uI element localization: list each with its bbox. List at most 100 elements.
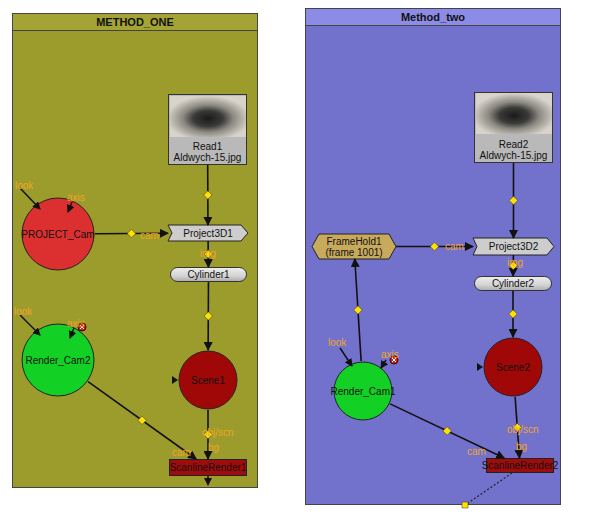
node-shape	[168, 225, 248, 241]
node-label: Render_Cam2	[25, 355, 90, 366]
node-shape	[22, 198, 94, 270]
camera-node: PROJECT_Cam	[21, 197, 95, 271]
port-label: look	[14, 306, 32, 317]
pipe-dot	[509, 196, 517, 204]
read-node: Read2Aldwych-15.jpg	[474, 92, 553, 163]
input-label: cam	[445, 241, 464, 252]
port-label: look	[15, 180, 33, 191]
port-label: look	[328, 337, 346, 348]
pipe	[355, 259, 361, 361]
project-node: Project3D1	[168, 225, 248, 241]
input-label: cam	[467, 446, 486, 457]
node-shape	[484, 338, 542, 396]
node-label: Project3D1	[183, 228, 232, 239]
node-text: ScanlineRender1	[170, 460, 246, 475]
render-node: ScanlineRender1	[169, 459, 247, 476]
node-label: Project3D2	[489, 241, 538, 252]
pipe-dot	[430, 242, 438, 250]
node-text: ScanlineRender2	[487, 459, 553, 472]
pipe	[390, 404, 504, 458]
scene-node: Scene2	[483, 337, 543, 397]
output-pipe	[465, 473, 512, 505]
node-label: Scene2	[496, 362, 530, 373]
pipe-dot	[138, 416, 146, 424]
camera-node: Render_Cam1	[333, 361, 393, 421]
input-label: obj/scn	[202, 427, 234, 438]
project-node: Project3D2	[473, 238, 554, 255]
node-shape	[179, 351, 237, 409]
input-arrow	[340, 348, 352, 366]
pipe-dot	[127, 229, 135, 237]
geometry-node: Cylinder2	[474, 276, 552, 291]
node-text: FrameHold1(frame 1001)	[312, 234, 396, 259]
node-text: METHOD_ONE	[12, 13, 258, 31]
thumbnail	[170, 96, 246, 137]
pipe	[207, 282, 209, 350]
backdrop-title: Method_two	[401, 12, 465, 23]
node-label: Scene1	[191, 375, 225, 386]
camera-node: Render_Cam2	[21, 323, 95, 397]
render-node: ScanlineRender2	[486, 458, 554, 473]
node-text: PROJECT_Cam	[21, 197, 95, 271]
node-text: Cylinder1	[171, 268, 246, 281]
node-label: Render_Cam1	[330, 386, 395, 397]
port-label: axis	[67, 192, 85, 203]
node-text: Read1Aldwych-15.jpg	[168, 141, 247, 163]
node-shape	[473, 238, 554, 255]
pipe	[207, 165, 209, 225]
input-arrow	[172, 376, 178, 384]
read-node: Read1Aldwych-15.jpg	[168, 94, 247, 165]
node-text: Method_two	[305, 8, 561, 26]
output-arrow	[207, 476, 209, 485]
node-text: Project3D2	[473, 238, 554, 255]
scene-node: Scene1	[178, 350, 238, 410]
pipe-dot	[509, 310, 517, 318]
input-arrow	[20, 315, 40, 335]
node-label: (frame 1001)	[325, 247, 382, 258]
pipe-dot	[443, 427, 451, 435]
node-text: Scene2	[483, 337, 543, 397]
node-text: Scene1	[178, 350, 238, 410]
node-label: Read1	[193, 141, 222, 152]
pipe	[88, 382, 196, 459]
framehold-node: FrameHold1(frame 1001)	[312, 234, 396, 259]
port-label: axis	[381, 349, 399, 360]
node-shape	[22, 324, 94, 396]
input-arrow	[20, 188, 40, 209]
geometry-node: Cylinder1	[170, 267, 247, 282]
node-label: Aldwych-15.jpg	[480, 150, 548, 161]
pipe-dot	[204, 312, 212, 320]
pipe-dot	[204, 191, 212, 199]
pipe	[513, 163, 515, 238]
pipe	[512, 291, 514, 337]
node-label: ScanlineRender2	[482, 460, 559, 471]
thumbnail	[476, 93, 552, 134]
node-label: FrameHold1	[326, 236, 381, 247]
node-text: Project3D1	[168, 225, 248, 241]
node-label: Aldwych-15.jpg	[174, 152, 242, 163]
node-shape	[312, 234, 396, 259]
input-arrow	[381, 360, 386, 368]
node-label: Cylinder1	[187, 269, 229, 280]
port-label: bg	[516, 441, 527, 452]
node-label: PROJECT_Cam	[21, 229, 94, 240]
node-text: Render_Cam2	[21, 323, 95, 397]
input-label: cam	[172, 447, 191, 458]
node-label: Read2	[499, 139, 528, 150]
pipe-dot	[462, 502, 468, 508]
input-label: cam	[140, 230, 159, 241]
input-arrow	[477, 363, 483, 371]
node-text: Render_Cam1	[333, 361, 393, 421]
node-label: Cylinder2	[492, 278, 534, 289]
pipe-dot	[354, 306, 362, 314]
backdrop: METHOD_ONE Read1Aldwych-15.jpgPROJECT_Cam…	[12, 13, 258, 488]
port-label: axis	[67, 318, 85, 329]
port-label: bg	[208, 442, 219, 453]
input-arrow	[70, 328, 74, 338]
backdrop-title: METHOD_ONE	[96, 17, 174, 28]
input-label: img	[200, 248, 216, 259]
node-label: ScanlineRender1	[170, 462, 247, 473]
node-text: Cylinder2	[475, 277, 551, 290]
input-arrow	[68, 202, 72, 212]
input-label: obj/scn	[507, 424, 539, 435]
